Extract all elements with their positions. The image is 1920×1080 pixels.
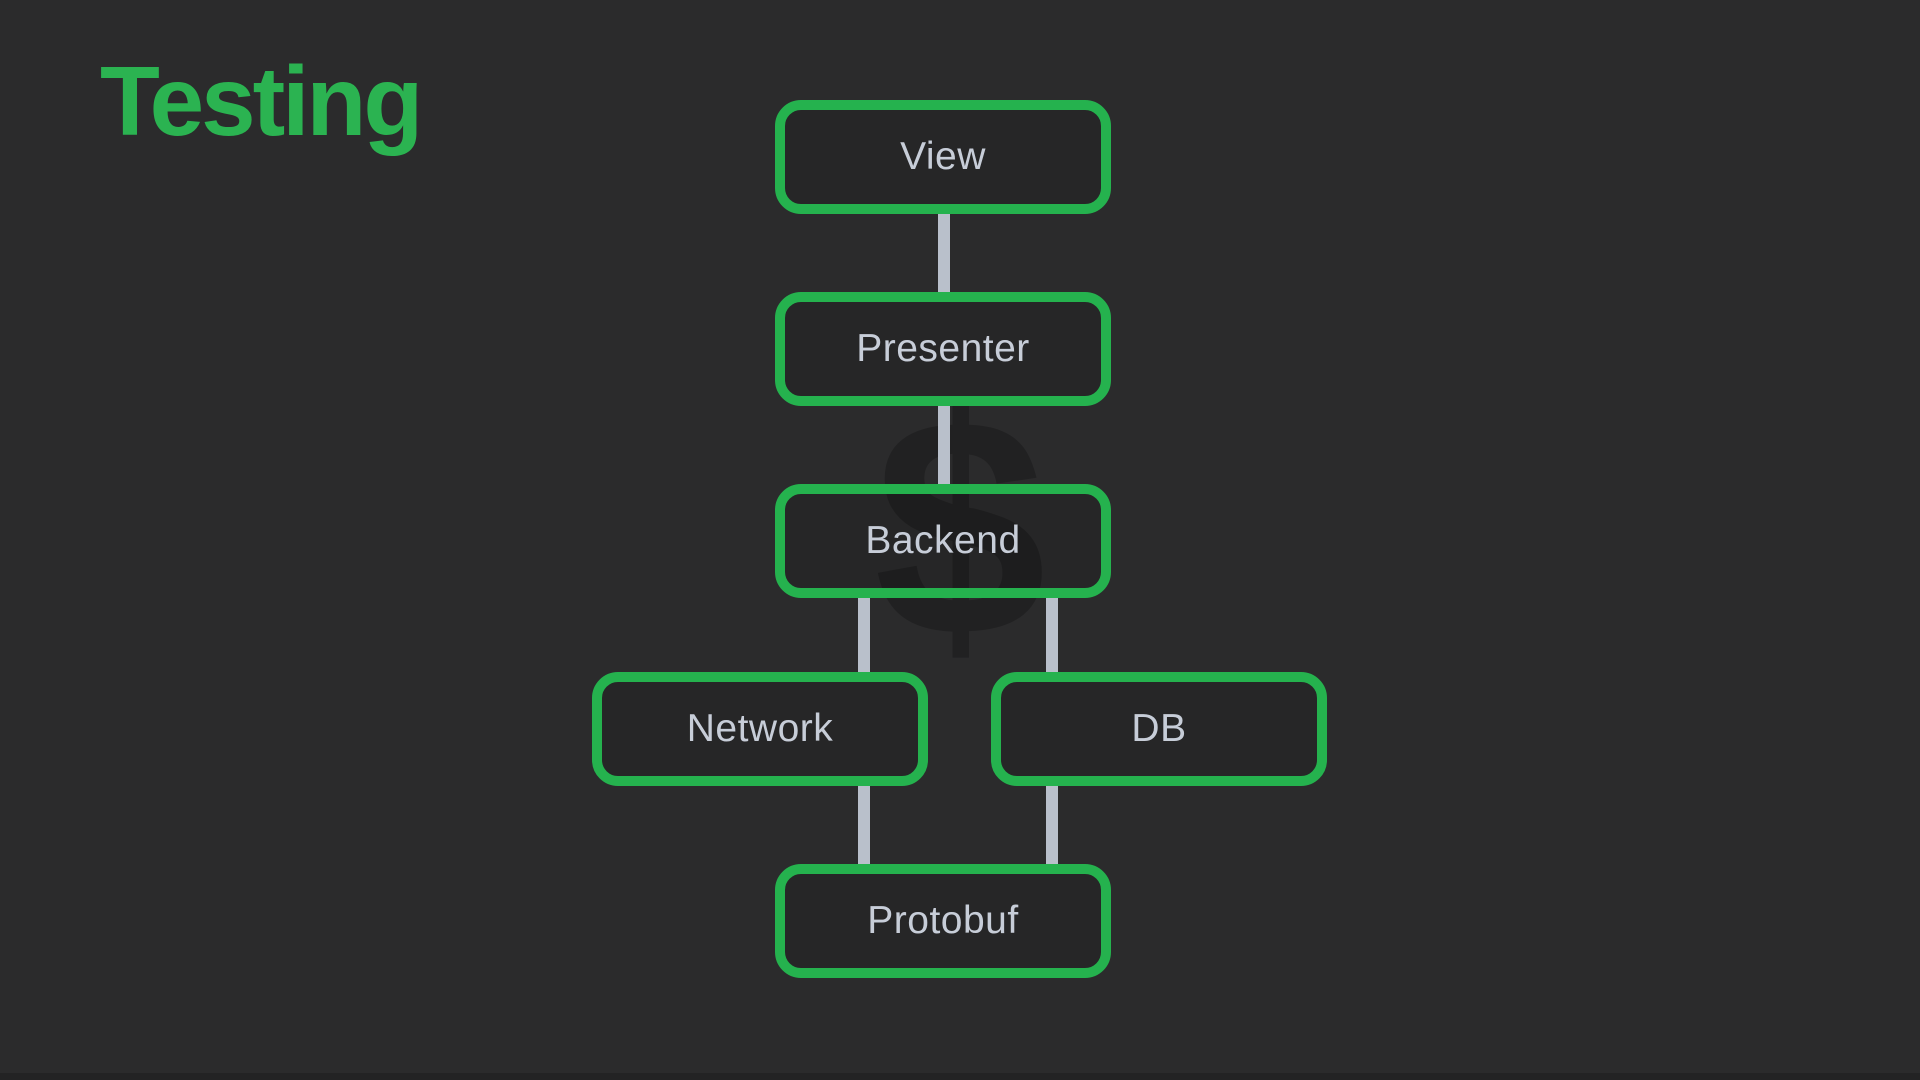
bottom-edge-strip	[0, 1073, 1920, 1080]
edge-network-protobuf	[858, 780, 870, 870]
edge-view-presenter	[938, 210, 950, 296]
diagram-node-db: DB	[991, 672, 1327, 786]
node-label-protobuf: Protobuf	[867, 899, 1019, 942]
diagram-node-protobuf: Protobuf	[775, 864, 1111, 978]
node-label-db: DB	[1131, 707, 1187, 750]
diagram-node-network: Network	[592, 672, 928, 786]
edge-presenter-backend	[938, 402, 950, 488]
slide-title: Testing	[100, 46, 423, 156]
edge-backend-network	[858, 592, 870, 678]
node-label-presenter: Presenter	[856, 327, 1030, 370]
diagram-node-presenter: Presenter	[775, 292, 1111, 406]
node-label-view: View	[900, 135, 986, 178]
edge-db-protobuf	[1046, 780, 1058, 870]
diagram-node-backend: Backend	[775, 484, 1111, 598]
node-label-backend: Backend	[865, 519, 1021, 562]
diagram-node-view: View	[775, 100, 1111, 214]
node-label-network: Network	[686, 707, 834, 750]
edge-backend-db	[1046, 592, 1058, 678]
dollar-watermark-icon: $	[873, 353, 1047, 701]
